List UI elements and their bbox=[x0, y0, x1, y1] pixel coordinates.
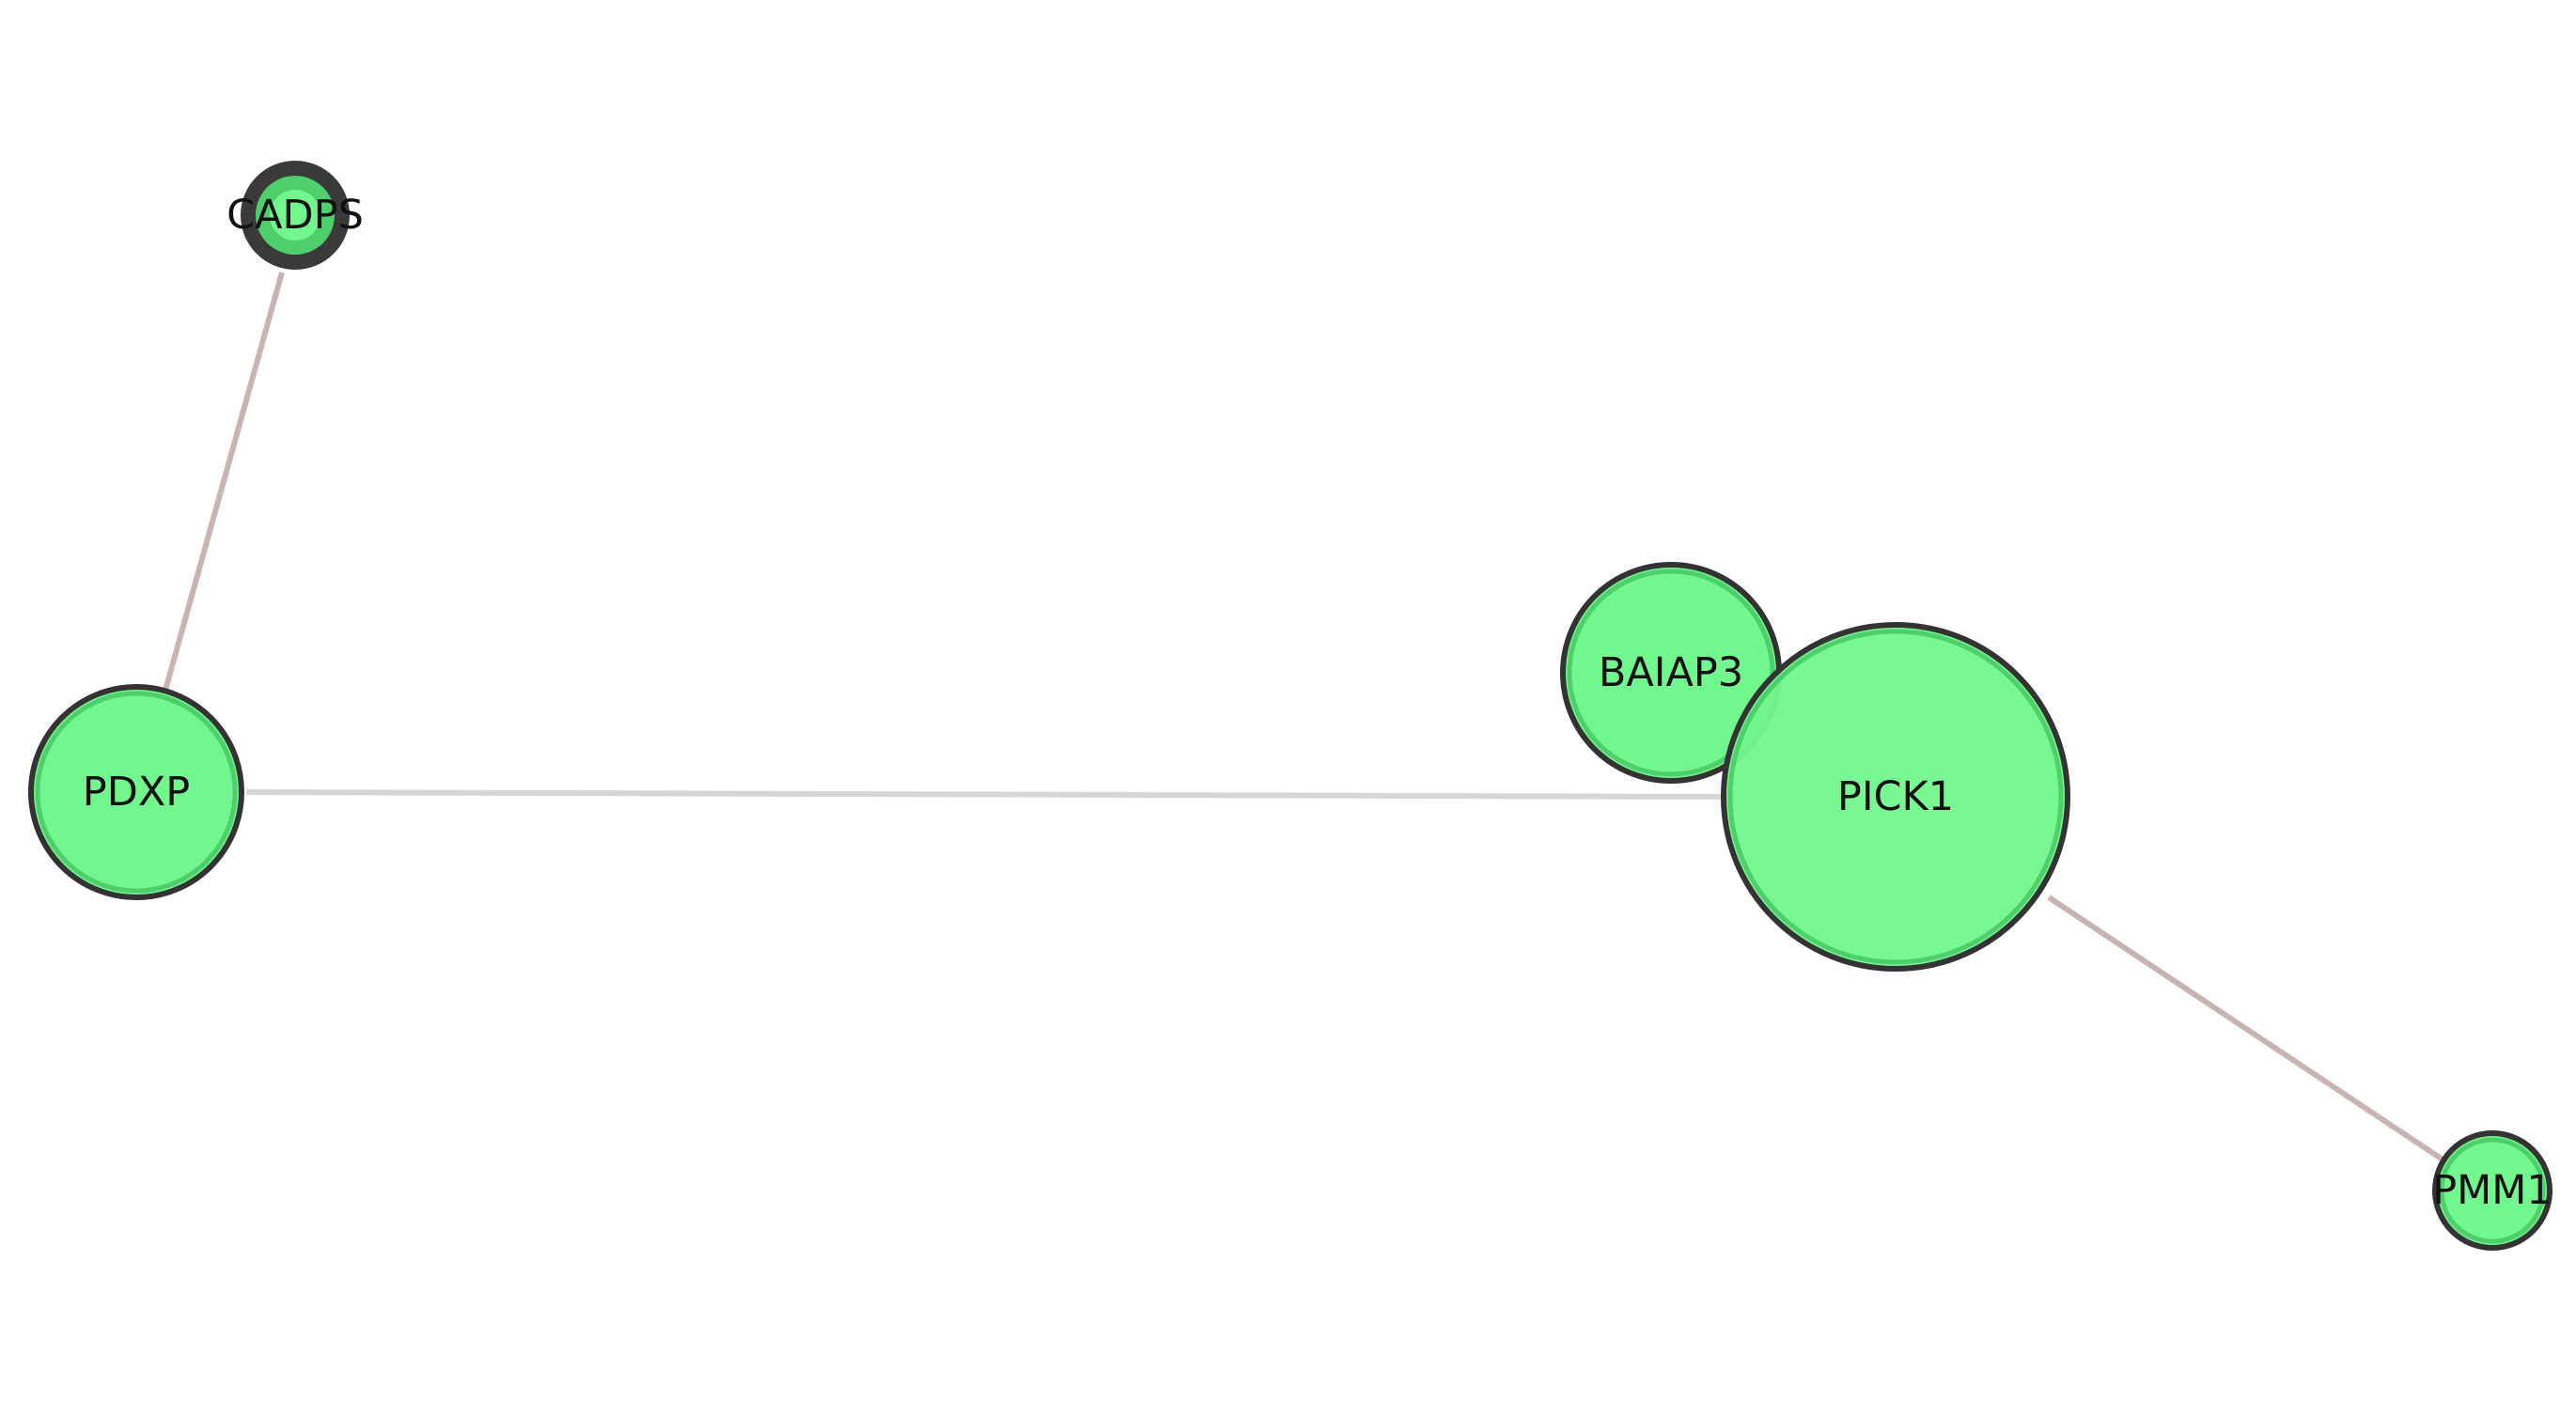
node-label-cadps: CADPS bbox=[226, 192, 364, 239]
node-label-pick1: PICK1 bbox=[1837, 773, 1954, 820]
edge-cadps-pdxp bbox=[162, 272, 285, 694]
edge-pdxp-pick1 bbox=[245, 789, 1728, 800]
node-label-pmm1: PMM1 bbox=[2432, 1167, 2553, 1214]
node-label-pdxp: PDXP bbox=[83, 769, 190, 816]
node-label-baiap3: BAIAP3 bbox=[1599, 649, 1743, 696]
node-pmm1[interactable]: PMM1 bbox=[2432, 1130, 2553, 1251]
node-cadps[interactable]: CADPS bbox=[226, 161, 364, 270]
edge-pick1-pmm1 bbox=[2047, 895, 2450, 1166]
node-pick1[interactable]: PICK1 bbox=[1721, 622, 2070, 972]
edge-layer bbox=[162, 272, 2450, 1166]
node-layer: CADPS PDXP BAIAP3 PICK1 PMM1 bbox=[28, 161, 2553, 1251]
node-pdxp[interactable]: PDXP bbox=[28, 684, 244, 900]
